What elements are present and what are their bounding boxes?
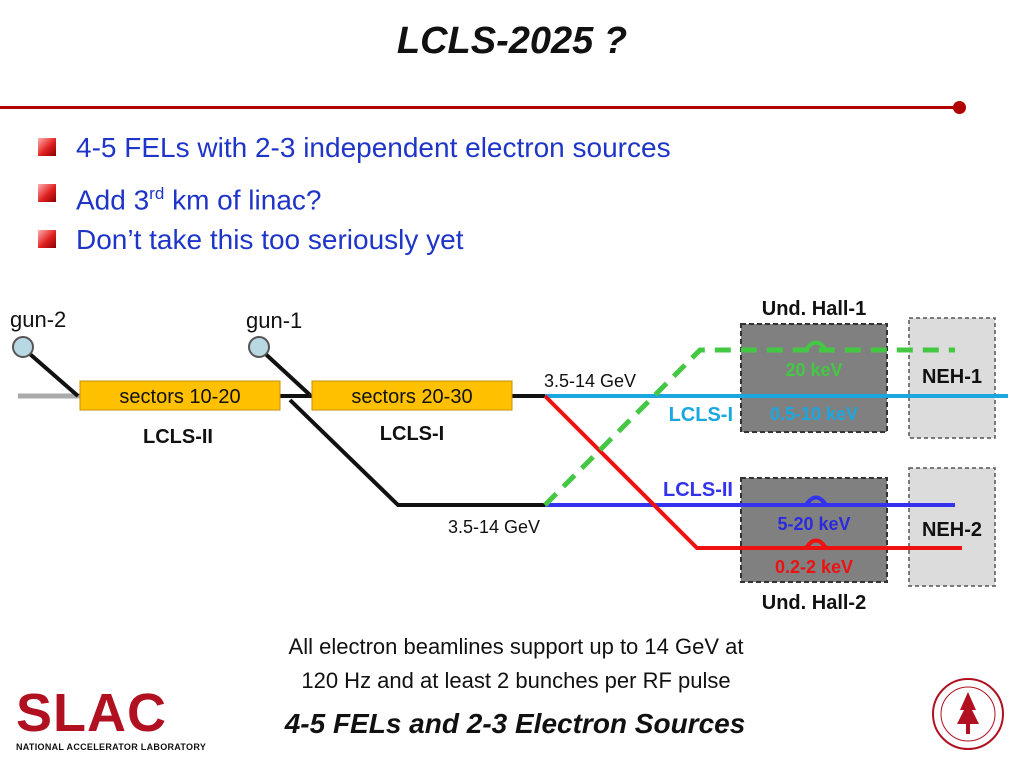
neh-1-label: NEH-1 bbox=[922, 366, 982, 388]
neh-2-label: NEH-2 bbox=[922, 519, 982, 541]
sectors-20-30-box bbox=[311, 380, 513, 411]
lcls-ii-line-label: LCLS-II bbox=[663, 479, 733, 501]
red-undulator-bump bbox=[804, 538, 828, 550]
diagram-caption: All electron beamlines support up to 14 … bbox=[216, 630, 816, 698]
bullet-superscript: rd bbox=[149, 184, 165, 203]
bullet-square-icon bbox=[38, 138, 56, 156]
bullet-text-pre: Add 3 bbox=[76, 184, 150, 216]
bullet-item-1: 4-5 FELs with 2-3 independent electron s… bbox=[38, 128, 671, 174]
green-undulator-bump bbox=[804, 340, 828, 352]
red-energy-label: 0.2-2 keV bbox=[775, 557, 853, 577]
und-hall-2-box bbox=[740, 477, 888, 583]
title-divider bbox=[0, 106, 960, 109]
lcls-i-sector-label: LCLS-I bbox=[380, 423, 444, 445]
bullet-text: 4-5 FELs with 2-3 independent electron s… bbox=[76, 132, 671, 163]
slide-title: LCLS-2025 ? bbox=[396, 20, 628, 62]
red-beamline bbox=[543, 394, 962, 550]
slac-logo: SLAC NATIONAL ACCELERATOR LABORATORY bbox=[16, 686, 206, 752]
neh-1-box bbox=[908, 317, 996, 439]
slac-logo-word: SLAC bbox=[16, 683, 167, 743]
gun-2-icon bbox=[12, 336, 34, 358]
bullet-text: Don’t take this too seriously yet bbox=[76, 224, 464, 255]
sectors-20-30-label: sectors 20-30 bbox=[351, 386, 472, 408]
lower-branch-beamline bbox=[288, 398, 545, 507]
gun-2-label: gun-2 bbox=[10, 307, 66, 332]
bullet-list: 4-5 FELs with 2-3 independent electron s… bbox=[38, 128, 671, 266]
gun-2-feed bbox=[21, 346, 80, 398]
lcls-ii-sector-label: LCLS-II bbox=[143, 426, 213, 448]
lcls-i-line-label: LCLS-I bbox=[669, 404, 733, 426]
blue-energy-label: 5-20 keV bbox=[777, 514, 850, 534]
energy-bottom-label: 3.5-14 GeV bbox=[448, 517, 540, 537]
sectors-10-20-label: sectors 10-20 bbox=[119, 386, 240, 408]
blue-undulator-bump bbox=[804, 495, 828, 507]
green-energy-label: 20 keV bbox=[785, 360, 842, 380]
divider-endpoint bbox=[953, 101, 966, 114]
neh-2-box bbox=[908, 467, 996, 587]
bullet-item-3: Don’t take this too seriously yet bbox=[38, 220, 671, 266]
und-hall-2-label: Und. Hall-2 bbox=[762, 592, 866, 614]
und-hall-1-label: Und. Hall-1 bbox=[762, 298, 866, 320]
gun-1-icon bbox=[248, 336, 270, 358]
bullet-square-icon bbox=[38, 230, 56, 248]
slide-footer-title: 4-5 FELs and 2-3 Electron Sources bbox=[284, 708, 746, 739]
gun-1-label: gun-1 bbox=[246, 308, 302, 333]
sectors-10-20-box bbox=[79, 380, 281, 411]
cyan-energy-label: 0.5-10 keV bbox=[770, 404, 858, 424]
green-dashed-beamline bbox=[543, 347, 955, 507]
bullet-text-post: km of linac? bbox=[164, 184, 322, 216]
gun-1-feed bbox=[257, 346, 312, 397]
bullet-item-2: Add 3rd km of linac? bbox=[38, 174, 671, 220]
slac-logo-subtitle: NATIONAL ACCELERATOR LABORATORY bbox=[16, 742, 207, 752]
bullet-square-icon bbox=[38, 184, 56, 202]
university-seal-icon bbox=[932, 678, 1004, 750]
caption-line-2: 120 Hz and at least 2 bunches per RF pul… bbox=[301, 668, 731, 693]
caption-line-1: All electron beamlines support up to 14 … bbox=[288, 634, 744, 659]
energy-top-label: 3.5-14 GeV bbox=[544, 371, 636, 391]
